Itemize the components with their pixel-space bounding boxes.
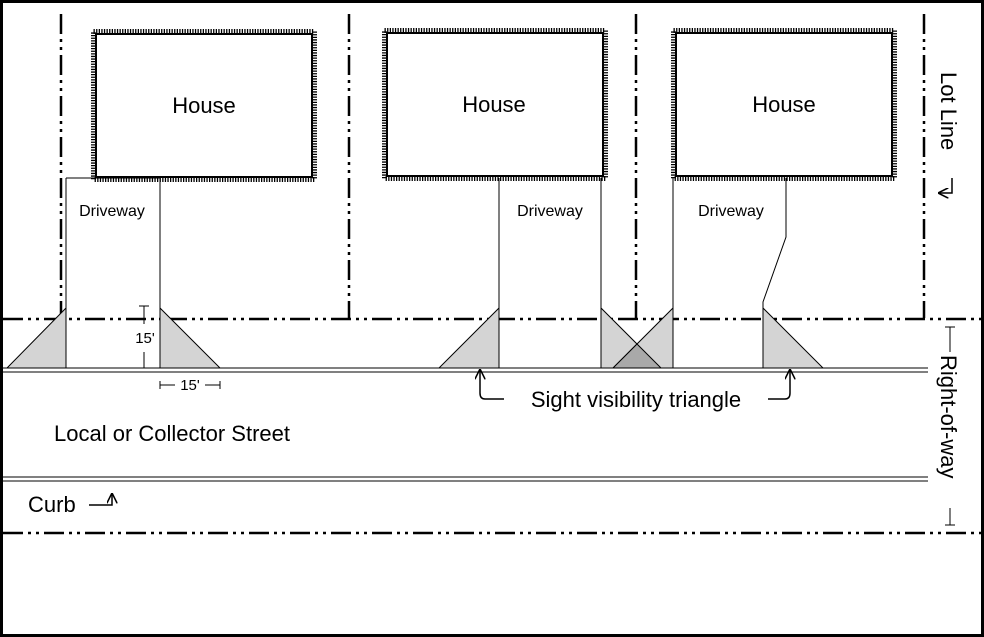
sight-triangle-2-left	[437, 306, 500, 369]
lot-line-label: Lot Line	[936, 72, 961, 150]
sight-triangle-arrow-left	[480, 370, 504, 400]
curb-line-bottom	[3, 476, 928, 482]
driveway-2	[498, 178, 602, 368]
driveway-label-3: Driveway	[698, 203, 764, 220]
street-label: Local or Collector Street	[54, 421, 290, 446]
sight-triangle-1-left	[5, 306, 67, 369]
dimension-vertical	[139, 305, 149, 369]
right-of-way-dimension	[945, 326, 955, 526]
sight-triangle-3-right	[762, 306, 825, 369]
house-label-2: House	[462, 92, 526, 117]
dimension-horizontal	[159, 381, 221, 389]
sight-triangle-1-right	[159, 306, 222, 369]
lot-line-arrow	[939, 178, 953, 193]
curb-label: Curb	[28, 492, 76, 517]
driveway-label-2: Driveway	[517, 203, 583, 220]
house-1	[91, 29, 317, 182]
sight-triangle-label: Sight visibility triangle	[531, 387, 741, 412]
right-of-way-label: Right-of-way	[936, 355, 961, 478]
driveway-3	[672, 178, 787, 368]
house-2	[382, 28, 608, 181]
dimension-vertical-label: 15'	[135, 330, 155, 347]
house-label-1: House	[172, 93, 236, 118]
curb-arrow	[89, 494, 112, 506]
house-3	[671, 28, 897, 181]
driveway-label-1: Driveway	[79, 203, 145, 220]
dimension-horizontal-label: 15'	[180, 377, 200, 394]
sight-triangle-overlap	[611, 343, 663, 369]
sight-triangle-arrow-right	[768, 370, 790, 400]
house-label-3: House	[752, 92, 816, 117]
